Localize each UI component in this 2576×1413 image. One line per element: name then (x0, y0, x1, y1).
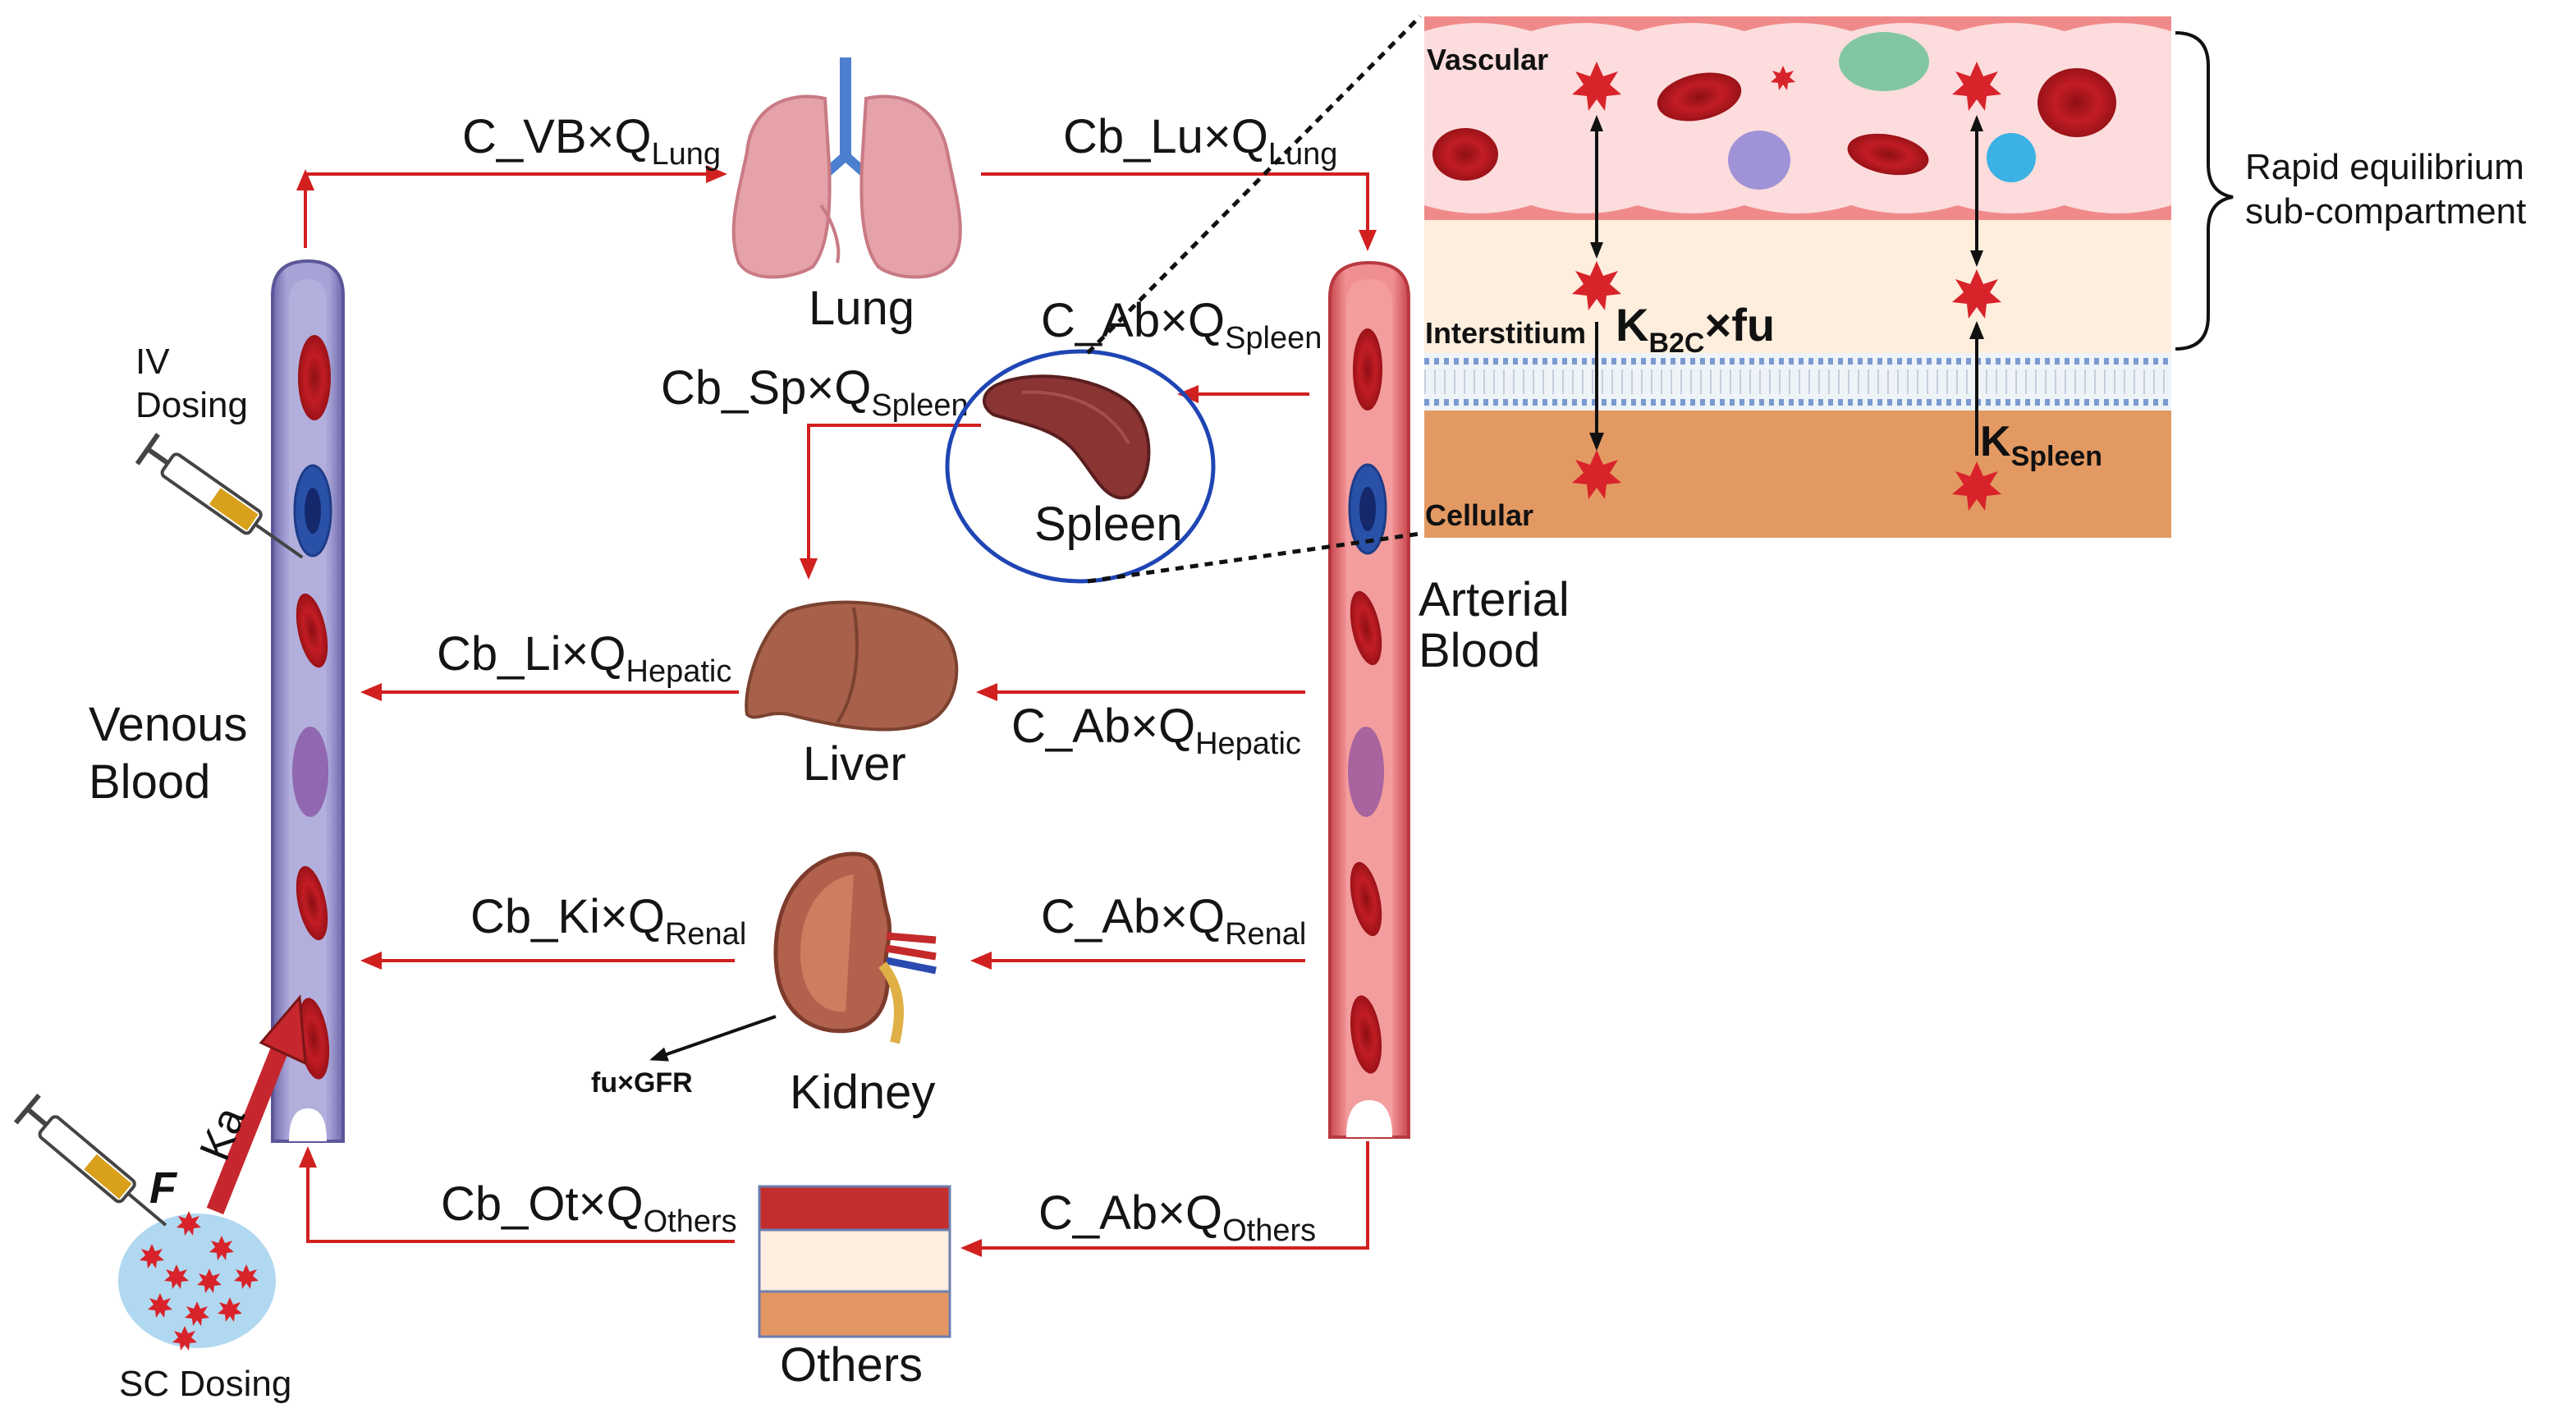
spleen-icon (983, 374, 1151, 500)
liver-icon (745, 600, 959, 732)
iv-dosing-label-line2: Dosing (135, 385, 248, 425)
red-blood-cell-icon (298, 335, 331, 420)
sc-syringe-icon (13, 1093, 167, 1227)
inset-compartment (1424, 16, 2171, 538)
kspleen-label: KSpleen (1980, 418, 2102, 472)
flow-label-li-out: Cb_Li×QHepatic (437, 627, 731, 689)
flow-label-sp-out: Cb_Sp×QSpleen (661, 361, 969, 423)
spleen-label: Spleen (1034, 498, 1183, 551)
kidney-icon (773, 851, 937, 1044)
red-blood-cell-icon (1350, 861, 1382, 937)
sc-dosing-label: SC Dosing (119, 1364, 291, 1404)
flow-arrows (296, 165, 1377, 1257)
bracket-label-line2: sub-compartment (2245, 191, 2526, 232)
vascular-label: Vascular (1427, 43, 1548, 76)
red-blood-cell-icon (296, 593, 328, 668)
kidney-label: Kidney (790, 1066, 935, 1119)
sc-depot (118, 1211, 276, 1351)
flow-label-ki-out: Cb_Ki×QRenal (470, 890, 746, 952)
venous-label-line2: Blood (89, 755, 210, 809)
flow-label-ab-renal: C_Ab×QRenal (1041, 890, 1306, 952)
flow-label-ab-hepatic: C_Ab×QHepatic (1011, 700, 1301, 761)
venous-vessel (271, 259, 345, 1143)
arterial-vessel (1328, 260, 1410, 1139)
flow-label-lu-arterial: Cb_Lu×QLung (1063, 110, 1337, 172)
bioavailability-label: F (149, 1163, 178, 1213)
zoom-line-top (1086, 15, 1422, 355)
gfr-label: fu×GFR (591, 1067, 693, 1099)
liver-label: Liver (803, 737, 906, 791)
cellular-label: Cellular (1425, 498, 1533, 532)
red-blood-cell-icon (1350, 995, 1382, 1074)
venous-label-line1: Venous (89, 698, 248, 751)
bracket-label-line1: Rapid equilibrium (2245, 147, 2524, 187)
red-blood-cell-icon (1353, 328, 1382, 411)
absorption-arrow (206, 1043, 290, 1215)
gfr-arrow (649, 1015, 777, 1062)
zoom-line-bottom (1087, 531, 1421, 584)
red-blood-cell-icon (1350, 590, 1382, 666)
lung-icon (731, 57, 962, 279)
flow-label-ab-spleen: C_Ab×QSpleen (1041, 294, 1322, 356)
white-blood-cell-icon (292, 727, 328, 817)
kb2c-label: KB2C×fu (1616, 299, 1775, 359)
lung-label: Lung (809, 282, 914, 335)
spleen-highlight-circle (945, 349, 1216, 584)
flow-label-vb-lung: C_VB×QLung (462, 110, 721, 172)
iv-dosing-label-line1: IV (135, 342, 170, 382)
flow-label-ab-others: C_Ab×QOthers (1038, 1186, 1316, 1248)
others-label: Others (780, 1338, 923, 1392)
interstitium-label: Interstitium (1425, 316, 1586, 350)
equilibrium-bracket (2175, 31, 2234, 351)
tissue-layers-icon (758, 1185, 951, 1338)
red-blood-cell-icon (296, 865, 328, 941)
flow-label-ot-out: Cb_Ot×QOthers (441, 1177, 737, 1239)
arterial-label-line2: Blood (1419, 624, 1540, 677)
white-blood-cell-icon (1348, 727, 1384, 817)
syringe-icon (135, 433, 304, 559)
arterial-label-line1: Arterial (1419, 573, 1570, 626)
